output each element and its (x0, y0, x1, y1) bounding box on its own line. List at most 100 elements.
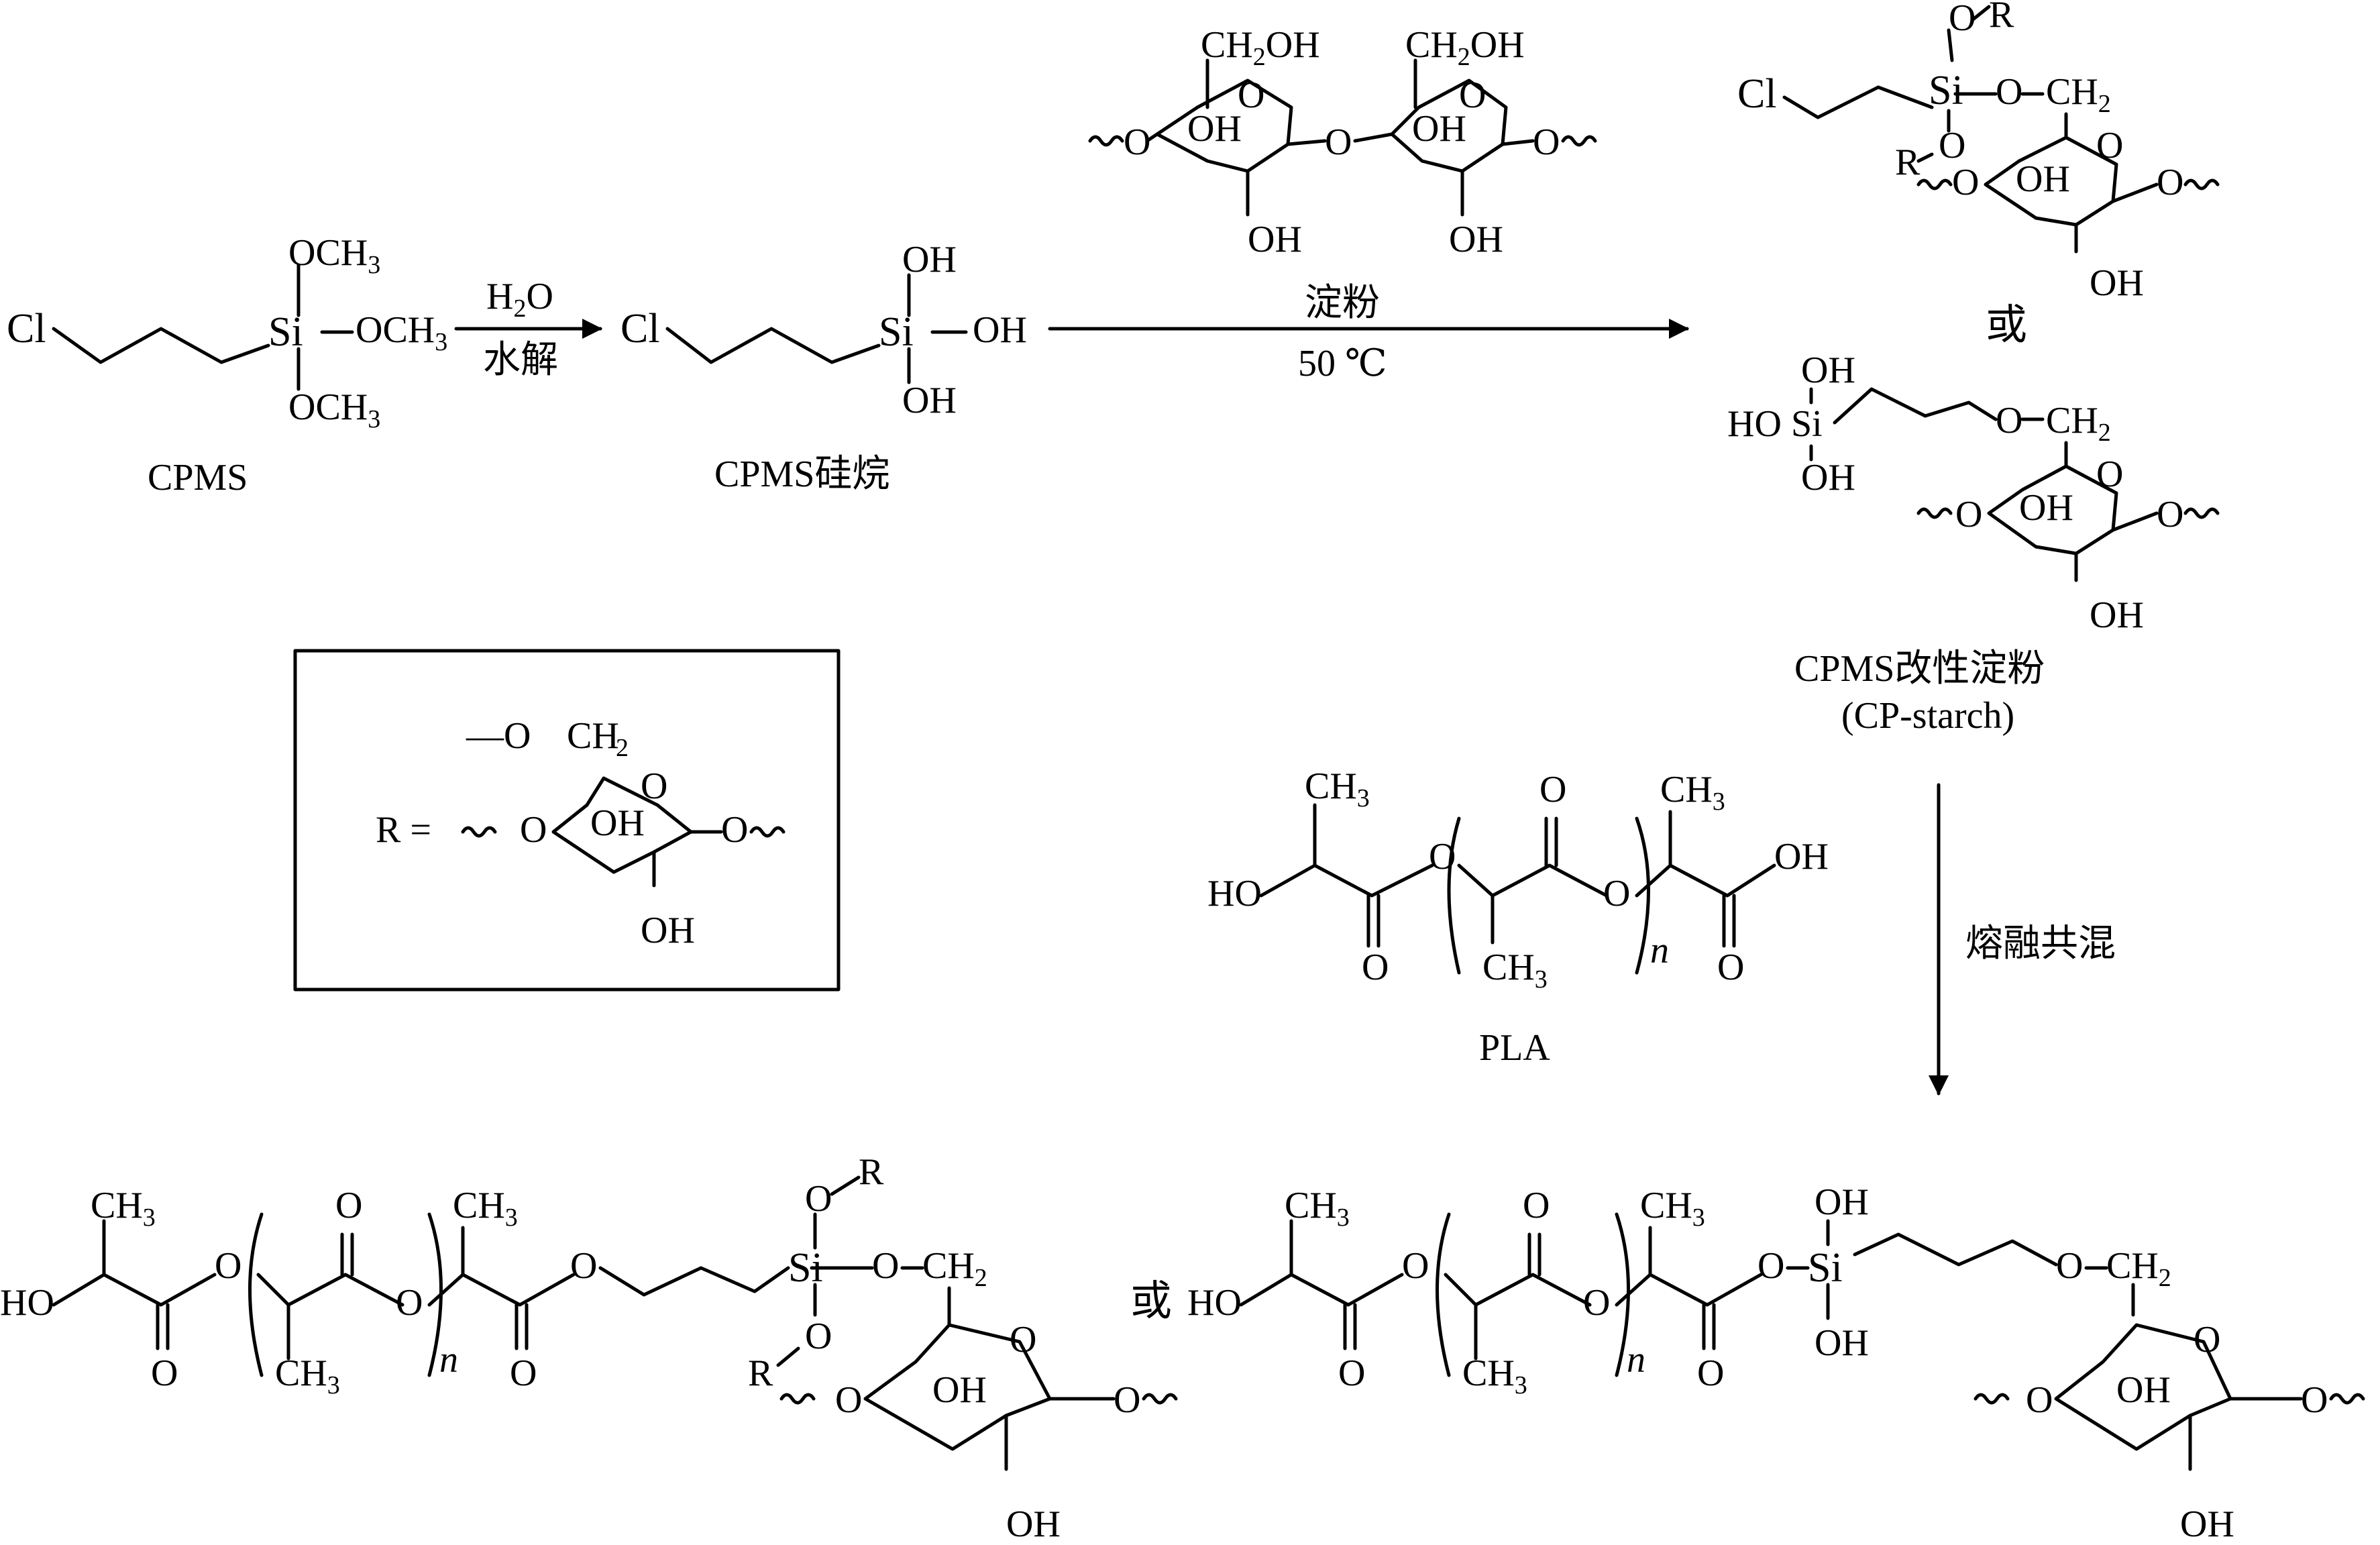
svg-text:OH: OH (973, 309, 1027, 351)
svg-text:O: O (1362, 947, 1389, 988)
svg-text:OH: OH (590, 802, 645, 844)
svg-text:OH: OH (1412, 108, 1466, 150)
svg-text:OH: OH (2090, 594, 2144, 636)
svg-text:O: O (1952, 162, 1979, 203)
svg-text:Si: Si (1808, 1245, 1843, 1291)
svg-text:O: O (1539, 769, 1566, 810)
svg-text:OCH3: OCH3 (288, 386, 380, 433)
svg-text:OH: OH (1248, 219, 1302, 260)
svg-text:O: O (1757, 1245, 1784, 1287)
svg-text:OH: OH (1006, 1503, 1061, 1545)
hydrolysis-arrow: H2O 水解 (454, 276, 602, 381)
svg-text:OCH3: OCH3 (356, 309, 447, 356)
svg-text:HO: HO (1727, 403, 1782, 445)
svg-text:CH2OH: CH2OH (1201, 24, 1320, 71)
svg-text:O: O (2157, 494, 2183, 535)
svg-text:CH3: CH3 (453, 1185, 518, 1232)
svg-text:O: O (215, 1245, 241, 1287)
svg-text:CH3: CH3 (91, 1185, 156, 1232)
svg-text:O: O (2194, 1319, 2220, 1361)
svg-text:O: O (2096, 454, 2123, 495)
svg-text:OH: OH (1815, 1181, 1869, 1223)
svg-text:O: O (570, 1245, 597, 1287)
svg-text:Cl: Cl (1737, 71, 1777, 117)
svg-text:OH: OH (1774, 836, 1829, 877)
svg-text:O: O (805, 1316, 832, 1357)
svg-text:OH: OH (2090, 262, 2144, 304)
svg-text:H2O: H2O (486, 276, 553, 323)
pla-label: PLA (1479, 1027, 1550, 1069)
svg-text:50 ℃: 50 ℃ (1298, 343, 1387, 384)
svg-text:O: O (1717, 947, 1744, 988)
svg-text:HO: HO (1207, 873, 1262, 914)
svg-text:OH: OH (1449, 219, 1503, 260)
svg-text:O: O (1325, 121, 1352, 163)
svg-text:O: O (151, 1352, 178, 1394)
svg-text:O: O (721, 809, 748, 851)
svg-text:CH: CH (567, 715, 619, 757)
svg-text:O: O (520, 809, 547, 851)
svg-text:CH3: CH3 (1305, 765, 1370, 812)
melt-blending-arrow: 熔融共混 (1929, 783, 2116, 1096)
svg-text:O: O (1523, 1185, 1550, 1226)
svg-text:OH: OH (1187, 108, 1242, 150)
svg-text:O: O (396, 1282, 423, 1324)
svg-text:CH3: CH3 (1660, 769, 1725, 816)
svg-text:R: R (1989, 0, 2014, 36)
svg-text:O: O (1238, 74, 1264, 116)
svg-text:n: n (1650, 930, 1669, 971)
svg-text:OH: OH (2116, 1369, 2171, 1411)
svg-text:O: O (1402, 1245, 1429, 1287)
svg-text:O: O (1338, 1352, 1365, 1394)
cpms-silane-molecule: Cl Si OH OH OH (620, 239, 1027, 421)
svg-text:O: O (805, 1178, 832, 1220)
svg-text:OH: OH (1801, 350, 1855, 391)
svg-text:R =: R = (376, 809, 431, 851)
cpms-molecule: Cl Si OCH3 OCH3 OCH3 (7, 232, 447, 433)
svg-text:R: R (859, 1151, 884, 1193)
r-definition-box: R = O —O CH 2 O OH OH O (293, 649, 841, 992)
svg-text:O: O (2301, 1379, 2328, 1421)
svg-text:O: O (1533, 121, 1560, 163)
svg-text:CH3: CH3 (1462, 1352, 1527, 1399)
svg-text:O: O (2157, 162, 2183, 203)
svg-text:OH: OH (932, 1369, 987, 1411)
svg-text:OH: OH (2016, 158, 2070, 200)
svg-text:2: 2 (616, 734, 629, 762)
svg-text:CH2: CH2 (922, 1245, 987, 1292)
svg-text:O: O (1010, 1319, 1036, 1361)
svg-text:O: O (1939, 125, 1965, 166)
svg-text:OH: OH (902, 380, 957, 421)
or-bottom: 或 (1130, 1279, 1172, 1324)
svg-text:O: O (835, 1379, 862, 1421)
pla-cp-starch-product-a: HO CH3 O O CH3 O O n CH3 O O Si O R O CH… (0, 1151, 1178, 1545)
svg-text:O: O (872, 1245, 899, 1287)
svg-text:CH2: CH2 (2046, 71, 2111, 118)
svg-text:O: O (2056, 1245, 2083, 1287)
svg-text:Si: Si (1791, 403, 1823, 445)
svg-text:熔融共混: 熔融共混 (1965, 923, 2116, 965)
svg-text:O: O (510, 1352, 537, 1394)
svg-text:O: O (1603, 873, 1630, 914)
svg-text:CH2: CH2 (2046, 400, 2111, 447)
svg-text:R: R (748, 1352, 773, 1394)
svg-text:O: O (1114, 1379, 1140, 1421)
svg-text:CH3: CH3 (1640, 1185, 1705, 1232)
svg-text:Cl: Cl (620, 306, 660, 352)
or-top: 或 (1986, 303, 2027, 348)
svg-text:—O: —O (466, 715, 531, 757)
svg-text:淀粉: 淀粉 (1305, 282, 1380, 324)
svg-text:n: n (1627, 1339, 1645, 1381)
svg-text:CH2OH: CH2OH (1405, 24, 1525, 71)
svg-text:O: O (1996, 71, 2022, 113)
pla-molecule: HO CH3 O O CH3 O O n CH3 O OH (1207, 765, 1829, 994)
svg-text:OH: OH (902, 239, 957, 280)
svg-text:O: O (1459, 74, 1486, 116)
svg-text:OH: OH (2180, 1503, 2234, 1545)
svg-text:O: O (335, 1185, 362, 1226)
svg-text:OH: OH (2019, 487, 2073, 529)
svg-text:HO: HO (0, 1282, 54, 1324)
svg-text:Si: Si (1929, 68, 1963, 113)
cpms-silane-label: CPMS硅烷 (714, 454, 889, 495)
